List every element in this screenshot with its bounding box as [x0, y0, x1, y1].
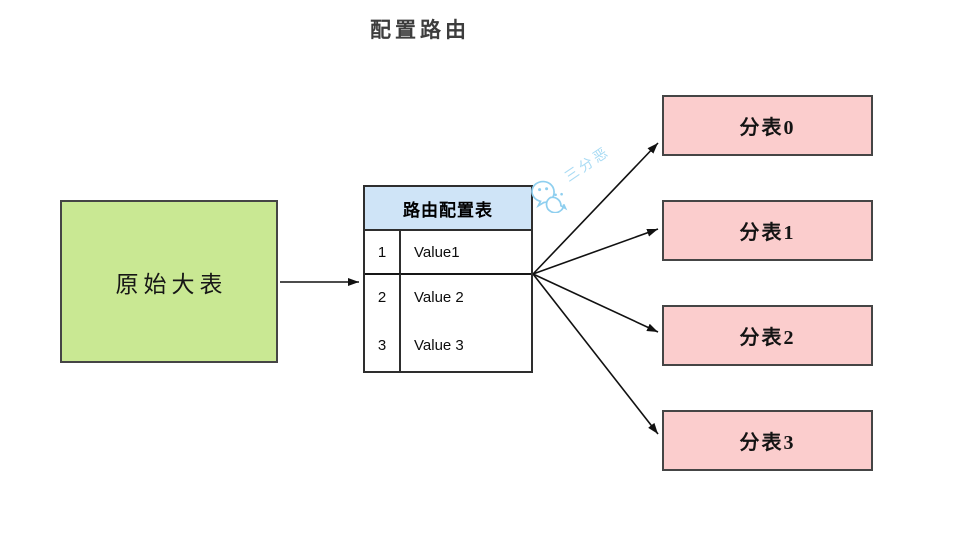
row-value-cell: Value1 [414, 243, 460, 261]
row-id-cell: 3 [365, 319, 401, 371]
shard-node-1: 分表1 [662, 200, 873, 261]
shard-node-3: 分表3 [662, 410, 873, 471]
arrow-table-to-shard-2 [532, 273, 659, 333]
shard-node-label: 分表3 [739, 432, 796, 454]
routing-table: 路由配置表 1 Value1 2 Value 2 3 Value 3 [363, 185, 533, 373]
source-table-node: 原始大表 [60, 200, 278, 363]
row-value-cell: Value 2 [401, 273, 531, 319]
row-id-cell: 1 [365, 231, 401, 273]
shard-node-label: 分表2 [739, 327, 796, 349]
routing-table-header: 路由配置表 [365, 187, 531, 231]
wechat-icon [531, 180, 568, 213]
row-value-cell: Value 3 [414, 336, 464, 354]
shard-node-label: 分表0 [739, 117, 796, 139]
arrow-table-to-shard-3 [532, 273, 659, 435]
shard-node-2: 分表2 [662, 305, 873, 366]
diagram-title: 配置路由 [370, 18, 470, 42]
source-table-label: 原始大表 [115, 271, 228, 297]
watermark-text: 三分恶 [561, 142, 613, 185]
routing-table-body: 1 Value1 2 Value 2 3 Value 3 [365, 231, 531, 371]
row-id-cell: 2 [365, 273, 401, 319]
arrow-table-to-shard-1 [532, 228, 659, 275]
shard-node-0: 分表0 [662, 95, 873, 156]
shard-node-label: 分表1 [739, 222, 796, 244]
